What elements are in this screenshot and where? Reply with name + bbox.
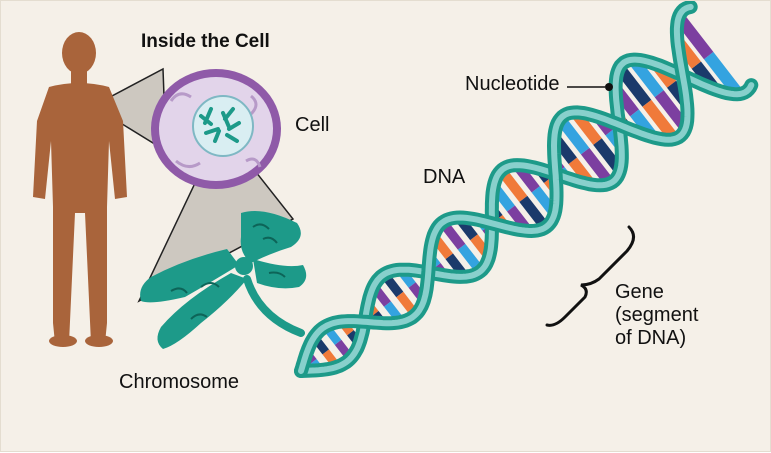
cell-nucleus xyxy=(192,95,254,157)
nucleotide-pointer-dot xyxy=(605,83,613,91)
label-gene: Gene (segment of DNA) xyxy=(615,281,698,350)
dna-strand-b-highlight xyxy=(298,3,694,374)
cell-icon xyxy=(151,69,281,189)
label-gene-line-3: of DNA) xyxy=(615,327,687,349)
chromosome-icon xyxy=(140,210,307,349)
label-dna: DNA xyxy=(423,166,466,188)
dna-strand-a-highlight xyxy=(298,56,755,374)
label-gene-line-1: Gene xyxy=(615,281,664,303)
brace-icon xyxy=(545,225,635,327)
label-nucleotide: Nucleotide xyxy=(465,73,560,95)
label-cell: Cell xyxy=(295,114,330,136)
label-chromosome: Chromosome xyxy=(119,371,240,393)
chromosome-dna-link xyxy=(243,275,305,337)
dna-helix-icon xyxy=(294,1,759,378)
diagram-title: Inside the Cell xyxy=(141,31,270,52)
label-gene-line-2: (segment xyxy=(615,304,699,326)
human-figure-icon xyxy=(33,32,127,347)
